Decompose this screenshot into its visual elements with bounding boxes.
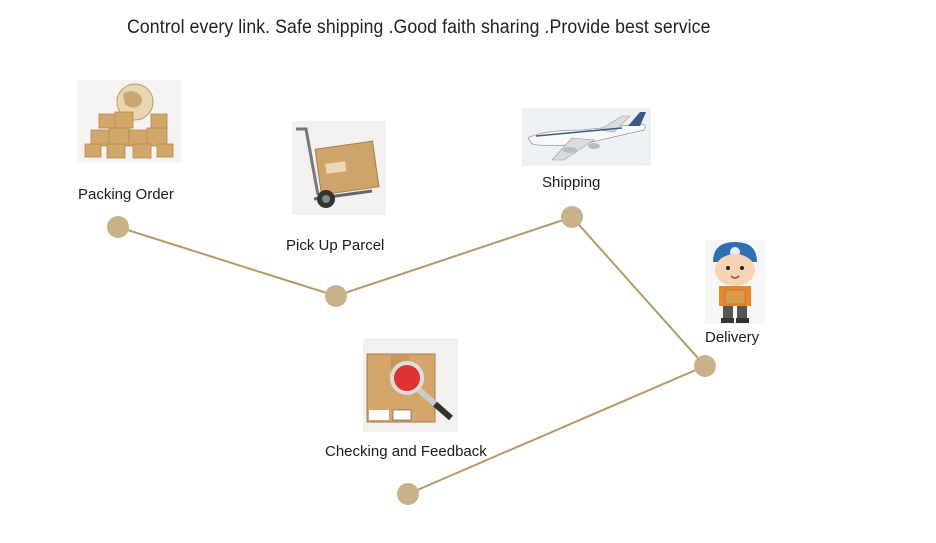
step-label-delivery: Delivery bbox=[705, 329, 760, 346]
box-magnifier-icon bbox=[363, 338, 458, 432]
node-shipping bbox=[561, 206, 583, 228]
step-label-pickup: Pick Up Parcel bbox=[286, 237, 385, 254]
step-label-packing: Packing Order bbox=[78, 186, 174, 203]
step-label-shipping: Shipping bbox=[542, 174, 601, 191]
node-packing bbox=[107, 216, 129, 238]
node-delivery bbox=[694, 355, 716, 377]
hand-truck-parcel-icon bbox=[292, 121, 386, 215]
node-checking bbox=[397, 483, 419, 505]
airplane-icon bbox=[522, 108, 651, 166]
node-pickup bbox=[325, 285, 347, 307]
page-headline: Control every link. Safe shipping .Good … bbox=[127, 17, 711, 38]
packing-boxes-globe-icon bbox=[77, 80, 181, 163]
step-label-checking: Checking and Feedback bbox=[325, 443, 487, 460]
delivery-courier-icon bbox=[705, 240, 765, 324]
